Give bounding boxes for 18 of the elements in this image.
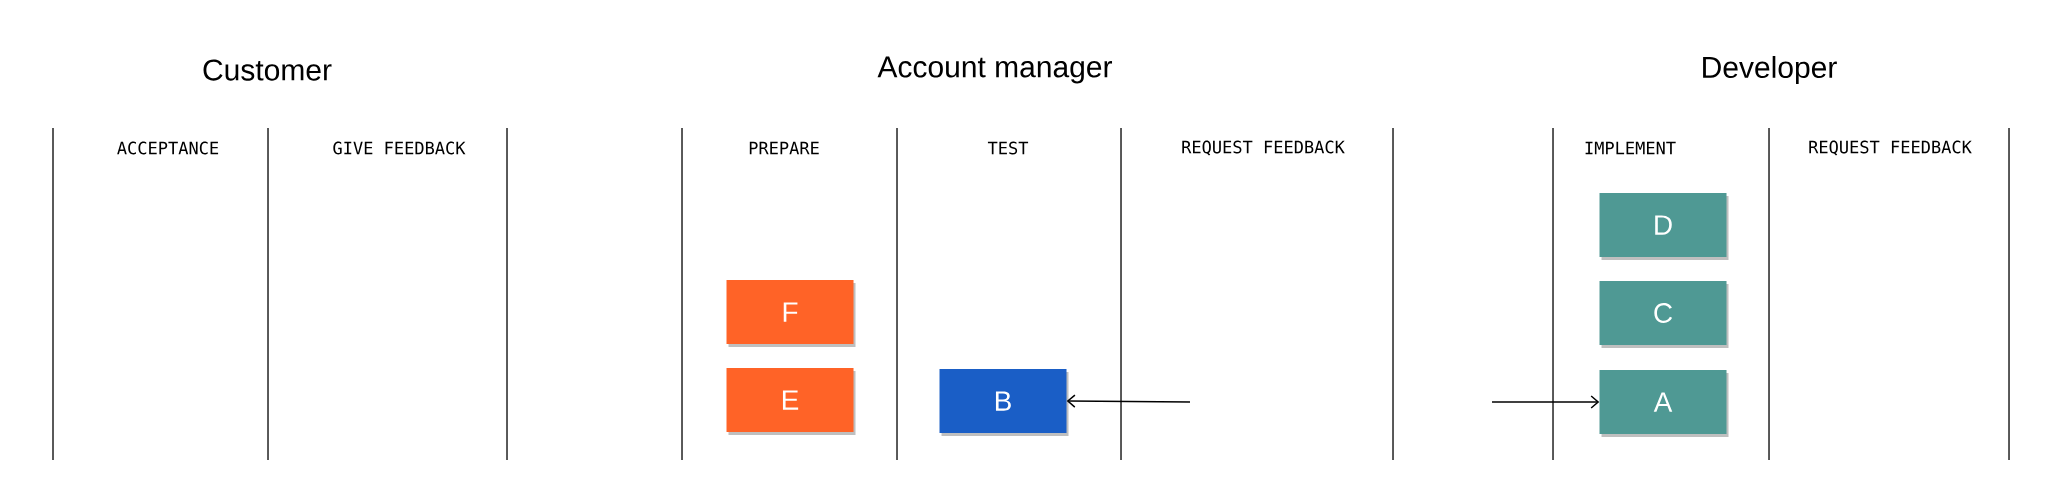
lane-title: Account manager xyxy=(877,56,1112,84)
arrow xyxy=(1491,395,1600,409)
card: B xyxy=(939,369,1069,436)
column-header: REQUEST FEEDBACK xyxy=(1182,140,1345,156)
arrow xyxy=(1066,394,1191,408)
column-header: IMPLEMENT xyxy=(1585,141,1676,155)
lane-title: Customer xyxy=(203,59,332,81)
card: D xyxy=(1599,193,1729,260)
card: F xyxy=(726,280,856,347)
column-header: TEST xyxy=(987,141,1029,155)
lane-title: Developer xyxy=(1703,56,1837,84)
card: C xyxy=(1599,281,1729,348)
column-header: GIVE FEEDBACK xyxy=(333,141,466,155)
column-header: PREPARE xyxy=(749,141,819,155)
column-header: REQUEST FEEDBACK xyxy=(1809,140,1972,156)
card: A xyxy=(1599,370,1729,437)
column-header: ACCEPTANCE xyxy=(117,141,219,155)
card: E xyxy=(726,368,856,435)
